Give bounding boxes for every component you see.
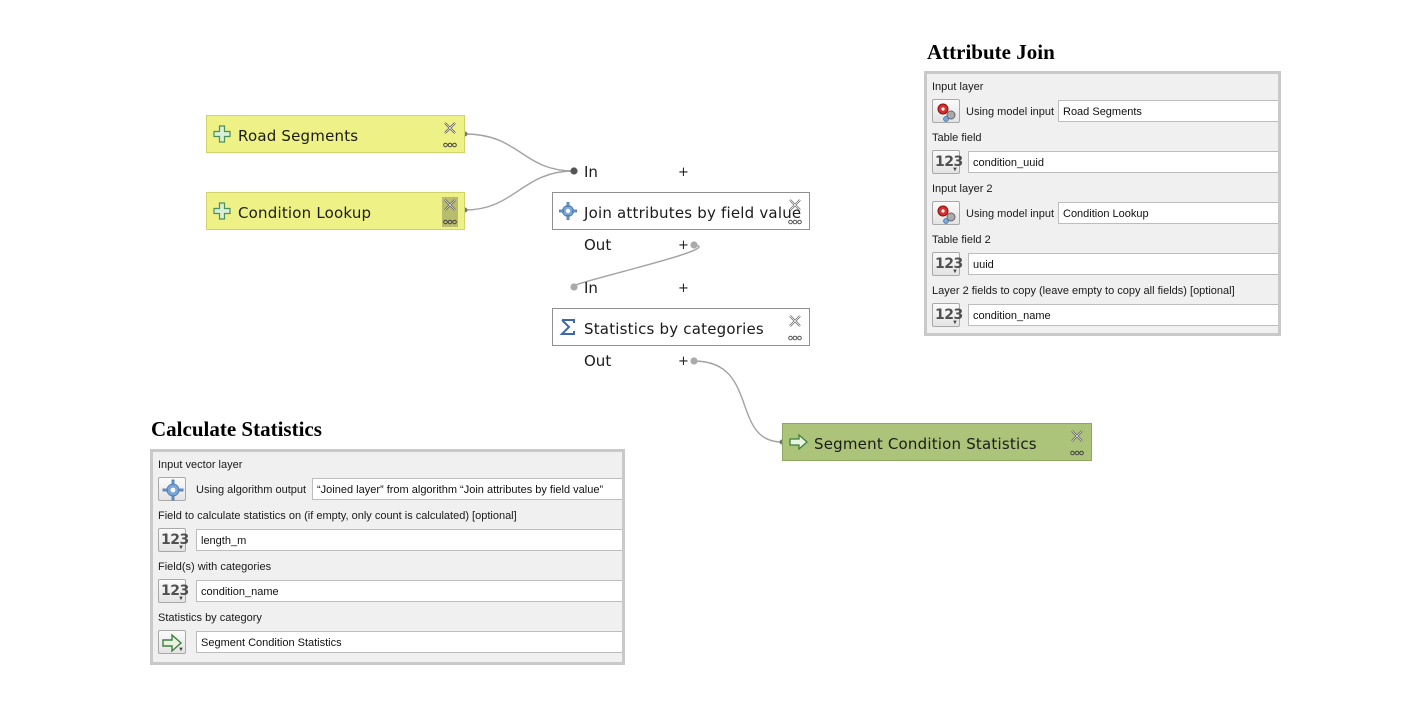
param-mode: Using model input	[966, 208, 1055, 220]
node-join-attributes[interactable]: Join attributes by field value	[552, 192, 810, 230]
port-dot	[570, 283, 578, 291]
param-label: Field(s) with categories	[158, 561, 272, 573]
param-label: Input layer	[932, 81, 984, 93]
param-label: Table field	[932, 132, 982, 144]
attribute-join-panel: Input layer Using model input Road Segme…	[924, 71, 1281, 336]
node-controls[interactable]	[787, 197, 803, 227]
param-label: Field to calculate statistics on (if emp…	[158, 510, 517, 522]
port-dot	[570, 167, 578, 175]
wire-condition-lookup-to-join	[464, 170, 575, 211]
node-segment-condition-statistics[interactable]: Segment Condition Statistics	[782, 423, 1092, 461]
port-in-label: In	[584, 279, 598, 297]
fields-to-copy-input[interactable]: condition_name	[968, 304, 1278, 326]
model-input-icon[interactable]	[932, 201, 960, 225]
node-road-segments[interactable]: Road Segments	[206, 115, 465, 153]
output-arrow-icon	[789, 433, 808, 451]
sigma-icon	[559, 319, 575, 335]
plus-input-icon	[213, 202, 231, 220]
input-vector-layer-field[interactable]: “Joined layer” from algorithm “Join attr…	[312, 478, 622, 500]
param-label: Input vector layer	[158, 459, 243, 471]
param-label: Input layer 2	[932, 183, 993, 195]
calculate-statistics-panel: Input vector layer Using algorithm outpu…	[150, 449, 625, 665]
wire-stats-to-output	[693, 360, 783, 443]
field-number-icon[interactable]: 123▼	[932, 150, 963, 174]
node-controls[interactable]	[1069, 428, 1085, 458]
field-number-icon[interactable]: 123▼	[158, 528, 189, 552]
field-number-icon[interactable]: 123▼	[932, 303, 963, 327]
param-label: Table field 2	[932, 234, 991, 246]
model-input-icon[interactable]	[932, 99, 960, 123]
table-field-2-input[interactable]: uuid	[968, 253, 1278, 275]
node-controls[interactable]	[442, 197, 458, 227]
node-label: Join attributes by field value	[584, 204, 802, 222]
node-label: Road Segments	[238, 127, 359, 145]
field-number-icon[interactable]: 123▼	[158, 579, 189, 603]
port-out-label: Out	[584, 352, 612, 370]
field-number-icon[interactable]: 123▼	[932, 252, 963, 276]
node-label: Segment Condition Statistics	[814, 435, 1037, 453]
expand-outputs-button[interactable]: +	[678, 354, 689, 369]
calculate-statistics-title: Calculate Statistics	[151, 417, 322, 441]
input-layer-2-field[interactable]: Condition Lookup	[1058, 202, 1278, 224]
gear-icon	[559, 202, 577, 220]
param-label: Layer 2 fields to copy (leave empty to c…	[932, 285, 1235, 297]
port-dot	[690, 241, 698, 249]
port-in-label: In	[584, 163, 598, 181]
algorithm-output-icon[interactable]	[158, 477, 186, 501]
node-label: Statistics by categories	[584, 320, 764, 338]
wire-road-segments-to-join	[464, 133, 575, 172]
expand-inputs-button[interactable]: +	[678, 165, 689, 180]
table-field-input[interactable]: condition_uuid	[968, 151, 1278, 173]
node-controls[interactable]	[442, 120, 458, 150]
expand-inputs-button[interactable]: +	[678, 281, 689, 296]
param-mode: Using model input	[966, 106, 1055, 118]
node-condition-lookup[interactable]: Condition Lookup	[206, 192, 465, 230]
output-arrow-icon[interactable]: ▼	[158, 630, 186, 654]
param-mode: Using algorithm output	[196, 484, 307, 496]
param-label: Statistics by category	[158, 612, 262, 624]
input-layer-field[interactable]: Road Segments	[1058, 100, 1278, 122]
port-dot	[690, 357, 698, 365]
output-layer-input[interactable]: Segment Condition Statistics	[196, 631, 622, 653]
node-statistics-by-categories[interactable]: Statistics by categories	[552, 308, 810, 346]
category-fields-input[interactable]: condition_name	[196, 580, 622, 602]
statistics-field-input[interactable]: length_m	[196, 529, 622, 551]
node-controls[interactable]	[787, 313, 803, 343]
plus-input-icon	[213, 125, 231, 143]
node-label: Condition Lookup	[238, 204, 372, 222]
attribute-join-title: Attribute Join	[927, 40, 1055, 64]
expand-outputs-button[interactable]: +	[678, 238, 689, 253]
port-out-label: Out	[584, 236, 612, 254]
